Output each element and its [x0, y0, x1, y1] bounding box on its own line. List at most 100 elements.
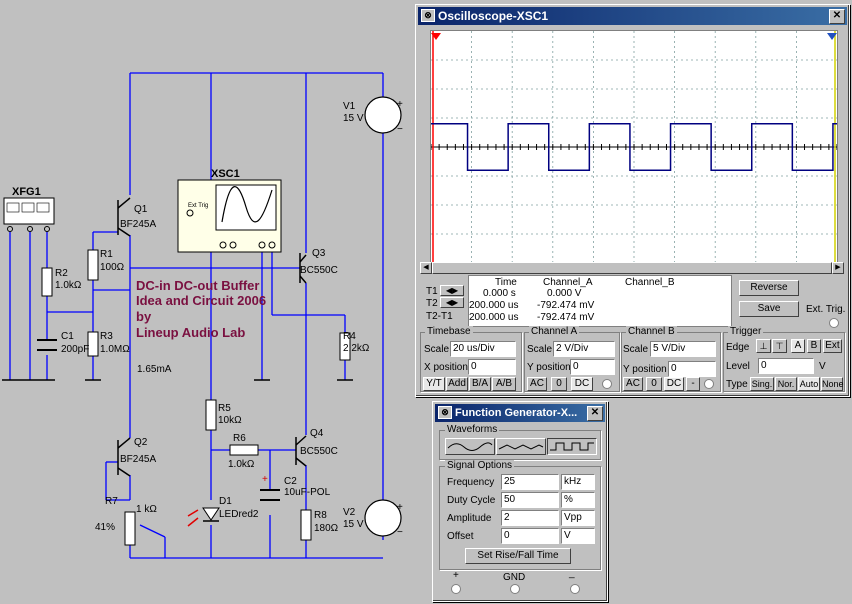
waveforms-group [439, 430, 601, 460]
channel-b-dc-button[interactable]: DC [664, 377, 684, 391]
square-wave-button[interactable] [547, 438, 597, 455]
level-field[interactable]: 0 [758, 358, 814, 374]
t2-t1-time: 200.000 us [469, 312, 519, 323]
scroll-left-icon[interactable]: ◀ [420, 262, 432, 274]
amplitude-field[interactable]: 2 [501, 510, 559, 526]
trigger-ext-button[interactable]: Ext [823, 339, 842, 353]
row-label-t1: T1 [426, 286, 438, 297]
plus-terminal[interactable] [451, 584, 461, 594]
ab-button[interactable]: A/B [492, 377, 516, 391]
r1-value: 100Ω [100, 262, 125, 273]
sine-wave-button[interactable] [445, 438, 495, 455]
duty-cycle-label: Duty Cycle [447, 495, 496, 506]
channel-a-terminal[interactable] [602, 379, 612, 389]
offset-unit-field[interactable]: V [561, 528, 595, 544]
channel-b-minus-button[interactable]: - [686, 377, 700, 391]
header-channel-b: Channel_B [625, 277, 675, 288]
c2-value: 10uF-POL [284, 487, 331, 498]
t2-arrows-button[interactable]: ◀▶ [440, 297, 464, 308]
channel-b-ypos-field[interactable]: 0 [668, 361, 716, 377]
oscilloscope-app-icon: ⊗ [421, 9, 435, 22]
set-rise-fall-time-button[interactable]: Set Rise/Fall Time [465, 548, 571, 564]
r1-label: R1 [100, 249, 113, 260]
waveforms-title: Waveforms [445, 424, 500, 435]
triangle-wave-button[interactable] [496, 438, 546, 455]
ba-button[interactable]: B/A [469, 377, 491, 391]
channel-b-zero-button[interactable]: 0 [646, 377, 662, 391]
channel-a-ypos-field[interactable]: 0 [570, 359, 615, 375]
xfg1-label: XFG1 [12, 186, 41, 198]
type-label: Type [726, 379, 748, 390]
v1-value: 15 V [343, 113, 364, 124]
x-position-field[interactable]: 0 [468, 359, 516, 375]
q1-part: BF245A [120, 219, 156, 230]
yt-button[interactable]: Y/T [423, 377, 445, 391]
oscilloscope-titlebar[interactable]: ⊗ Oscilloscope-XSC1 ✕ [418, 7, 847, 25]
duty-cycle-field[interactable]: 50 [501, 492, 559, 508]
timebase-title: Timebase [425, 326, 473, 337]
scope-scrollbar[interactable]: ◀ ▶ [420, 262, 844, 274]
signal-options-title: Signal Options [445, 460, 515, 471]
frequency-unit-field[interactable]: kHz [561, 474, 595, 490]
channel-b-scale-field[interactable]: 5 V/Div [650, 341, 716, 357]
xsc1-label: XSC1 [211, 168, 240, 180]
scope-display [430, 30, 838, 264]
r8-value: 180Ω [314, 523, 339, 534]
reverse-button[interactable]: Reverse [739, 280, 799, 296]
r5-label: R5 [218, 403, 231, 414]
q4-part: BC550C [300, 446, 338, 457]
gnd-terminal[interactable] [510, 584, 520, 594]
close-icon[interactable]: ✕ [829, 9, 845, 24]
note-line-1: DC-in DC-out Buffer [136, 278, 259, 293]
current-label: 1.65mA [137, 364, 172, 375]
v2-value: 15 V [343, 519, 364, 530]
trigger-b-button[interactable]: B [807, 339, 821, 353]
type-none-button[interactable]: None [821, 377, 844, 391]
type-auto-button[interactable]: Auto [798, 377, 820, 391]
edge-falling-icon[interactable]: ⊤ [772, 339, 787, 353]
channel-a-ac-button[interactable]: AC [527, 377, 547, 391]
channel-b-terminal[interactable] [704, 379, 714, 389]
q3-part: BC550C [300, 265, 338, 276]
scroll-right-icon[interactable]: ▶ [832, 262, 844, 274]
channel-a-scale-field[interactable]: 2 V/Div [553, 341, 615, 357]
trigger-a-button[interactable]: A [791, 339, 805, 353]
type-single-button[interactable]: Sing. [750, 377, 774, 391]
edge-rising-icon[interactable]: ⊥ [756, 339, 771, 353]
channel-a-title: Channel A [529, 326, 580, 337]
oscilloscope-window: ⊗ Oscilloscope-XSC1 ✕ ◀ ▶ T1 T2 T2-T1 ◀▶… [415, 4, 850, 397]
frequency-label: Frequency [447, 477, 495, 488]
xsc1-ext-trig-label: Ext Trig [188, 203, 208, 209]
channel-a-scale-label: Scale [527, 344, 553, 355]
q4-label: Q4 [310, 428, 324, 439]
timebase-scale-field[interactable]: 20 us/Div [450, 341, 516, 357]
minus-terminal[interactable] [570, 584, 580, 594]
t2-time: 200.000 us [469, 300, 519, 311]
function-generator-titlebar[interactable]: ⊗ Function Generator-X... ✕ [435, 404, 605, 422]
cursor-readout-table: Time Channel_A Channel_B 0.000 s 0.000 V… [468, 275, 732, 327]
q3-label: Q3 [312, 248, 326, 259]
r7-percent: 41% [95, 522, 115, 533]
channel-b-ac-button[interactable]: AC [623, 377, 643, 391]
frequency-field[interactable]: 25 [501, 474, 559, 490]
r6-value: 1.0kΩ [228, 459, 255, 470]
t2-channel-a: -792.474 mV [537, 300, 595, 311]
offset-field[interactable]: 0 [501, 528, 559, 544]
amplitude-unit-field[interactable]: Vpp [561, 510, 595, 526]
amplitude-label: Amplitude [447, 513, 492, 524]
function-generator-window: ⊗ Function Generator-X... ✕ Waveforms Si… [432, 401, 608, 602]
t2-t1-channel-a: -792.474 mV [537, 312, 595, 323]
offset-label: Offset [447, 531, 474, 542]
r8-label: R8 [314, 510, 327, 521]
scroll-thumb[interactable] [432, 262, 832, 274]
header-channel-a: Channel_A [543, 277, 593, 288]
function-generator-close-icon[interactable]: ✕ [587, 406, 603, 421]
channel-a-zero-button[interactable]: 0 [551, 377, 567, 391]
ext-trig-terminal[interactable] [829, 318, 839, 328]
duty-cycle-unit-field[interactable]: % [561, 492, 595, 508]
add-button[interactable]: Add [446, 377, 468, 391]
channel-a-dc-button[interactable]: DC [571, 377, 593, 391]
save-button[interactable]: Save [739, 301, 799, 317]
type-normal-button[interactable]: Nor. [775, 377, 797, 391]
t1-arrows-button[interactable]: ◀▶ [440, 285, 464, 296]
